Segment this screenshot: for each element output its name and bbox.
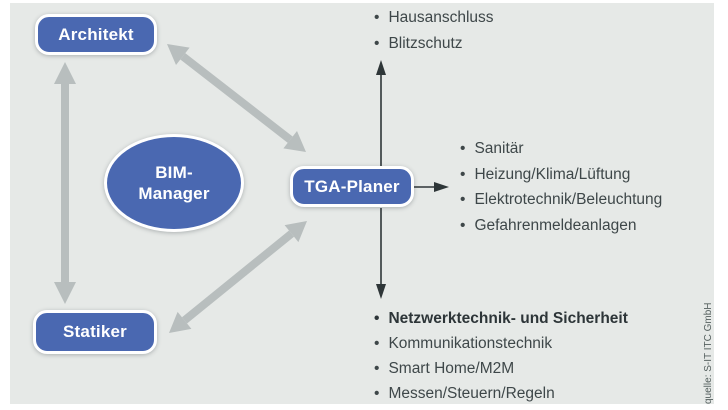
node-statiker-label: Statiker	[63, 322, 127, 341]
node-statiker: Statiker	[33, 310, 157, 354]
node-bim-manager-label-line2: Manager	[138, 184, 210, 203]
list-item: Sanitär	[460, 136, 662, 162]
list-item: Smart Home/M2M	[374, 356, 628, 381]
node-bim-manager-label-line1: BIM-	[155, 162, 193, 182]
node-architekt: Architekt	[35, 14, 157, 55]
arrow-tga-down	[376, 208, 386, 299]
list-item: Heizung/Klima/Lüftung	[460, 162, 662, 188]
list-item: Netzwerktechnik- und Sicherheit	[374, 306, 627, 331]
source-credit: quelle: S-IT ITC GmbH	[703, 302, 714, 404]
list-item: Elektrotechnik/Beleuchtung	[460, 187, 662, 213]
list-item: Gefahrenmeldeanlagen	[460, 213, 662, 239]
list-house-connections: Hausanschluss Blitzschutz	[374, 5, 494, 57]
list-item: Hausanschluss	[374, 5, 493, 31]
list-item: Blitzschutz	[374, 31, 494, 57]
list-building-services: Sanitär Heizung/Klima/Lüftung Elektrotec…	[460, 136, 662, 238]
arrow-tga-right	[414, 182, 449, 192]
list-item: Messen/Steuern/Regeln	[374, 381, 628, 406]
double-arrow-statiker-tga	[169, 221, 307, 333]
double-arrow-architekt-statiker	[54, 62, 76, 304]
node-bim-manager: BIM- Manager	[104, 134, 244, 232]
node-tga-planer-label: TGA-Planer	[304, 176, 400, 196]
list-item: Kommunikationstechnik	[374, 331, 628, 356]
double-arrow-architekt-tga	[167, 44, 306, 152]
node-architekt-label: Architekt	[58, 24, 134, 44]
arrow-tga-up	[376, 60, 386, 166]
node-tga-planer: TGA-Planer	[290, 166, 414, 207]
list-network-technology: Netzwerktechnik- und Sicherheit Kommunik…	[374, 306, 628, 406]
